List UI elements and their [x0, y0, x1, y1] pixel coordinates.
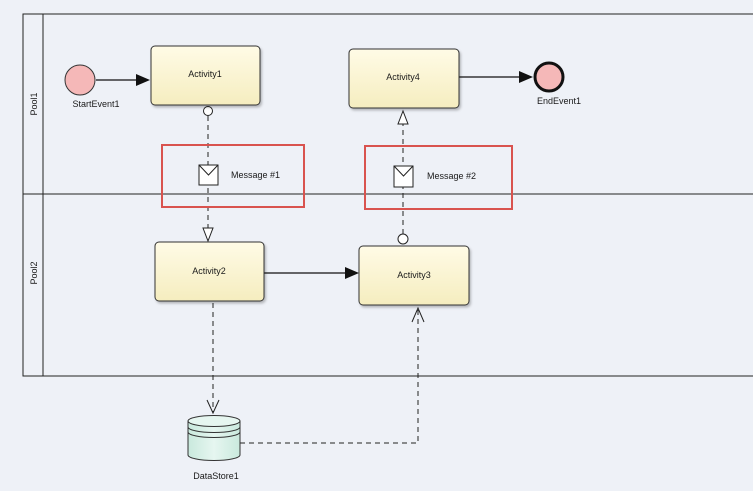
end-event-label: EndEvent1	[537, 96, 581, 106]
activity-4[interactable]: Activity4	[348, 48, 460, 109]
datastore-label: DataStore1	[193, 471, 239, 481]
start-event[interactable]: StartEvent1	[64, 64, 120, 109]
activity-3-label: Activity3	[397, 270, 431, 280]
activity-4-label: Activity4	[386, 72, 420, 82]
message-2[interactable]: Message #2	[364, 145, 513, 210]
envelope-icon	[393, 165, 414, 177]
sequence-flow-start-to-activity1[interactable]	[96, 74, 150, 86]
end-event[interactable]: EndEvent1	[533, 61, 581, 106]
highlight-box-message-2	[364, 145, 513, 210]
activity-1[interactable]: Activity1	[150, 45, 261, 106]
activity-2-label: Activity2	[192, 266, 226, 276]
sequence-flow-activity2-to-activity3[interactable]	[264, 267, 359, 279]
start-event-label: StartEvent1	[72, 99, 119, 109]
message-1-label: Message #1	[231, 170, 280, 180]
pool-1-label: Pool1	[29, 92, 39, 115]
activity-2[interactable]: Activity2	[154, 241, 265, 302]
message-1[interactable]: Message #1	[161, 144, 305, 208]
data-association-datastore-to-activity3[interactable]	[240, 306, 425, 444]
highlight-box-message-1	[161, 144, 305, 208]
activity-3[interactable]: Activity3	[358, 245, 470, 306]
datastore[interactable]: DataStore1	[187, 415, 241, 482]
activity-1-label: Activity1	[188, 69, 222, 79]
pool-2-label: Pool2	[29, 261, 39, 284]
envelope-icon	[198, 164, 219, 176]
message-2-label: Message #2	[427, 171, 476, 181]
data-association-activity2-to-datastore[interactable]	[206, 303, 220, 415]
sequence-flow-activity4-to-end[interactable]	[459, 71, 533, 83]
